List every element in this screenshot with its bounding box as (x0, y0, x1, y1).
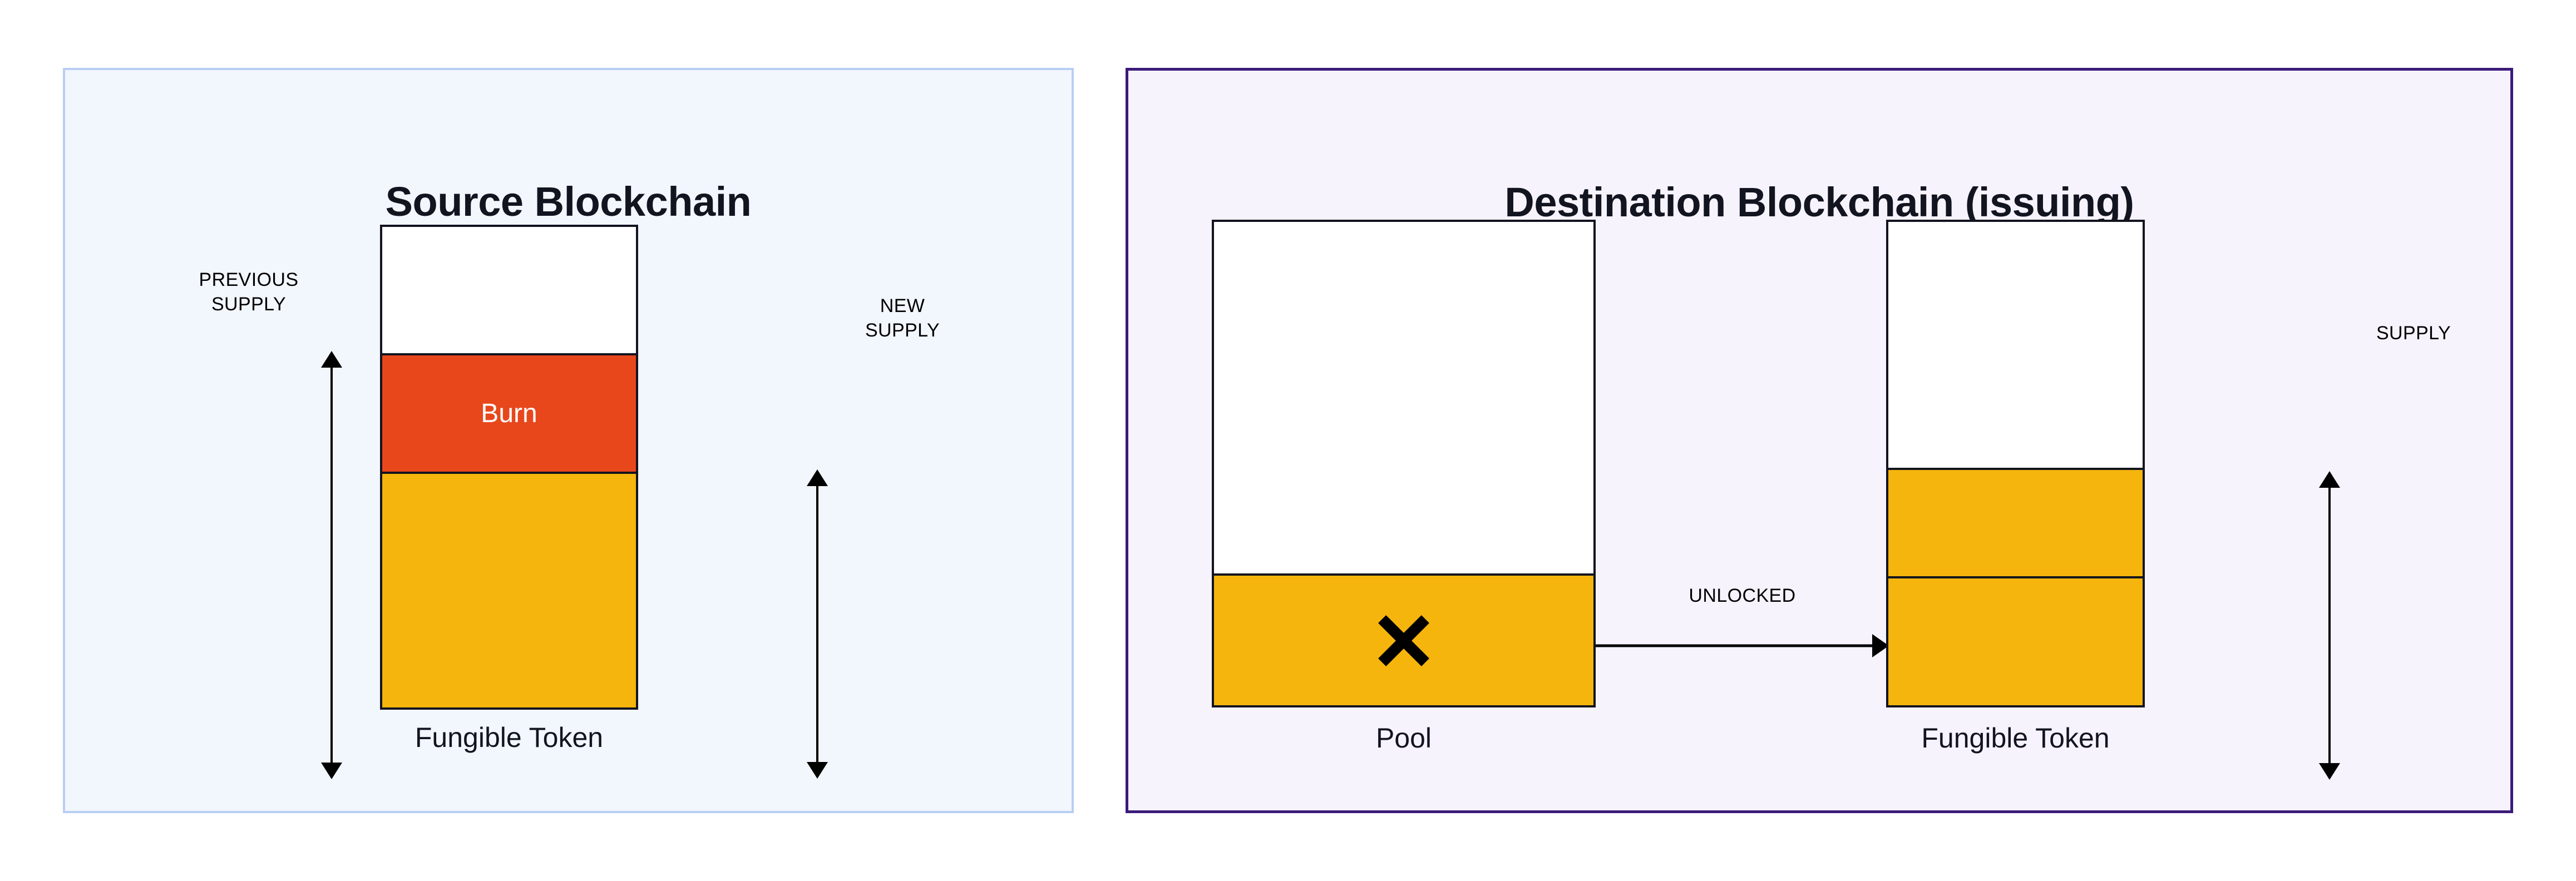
unlocked-flow-arrow (1596, 634, 1889, 657)
token-minted-segment (1888, 468, 2143, 576)
token-existing-segment (1888, 576, 2143, 705)
arrow-head-down-icon (321, 763, 342, 779)
arrow-head-down-icon (2319, 763, 2340, 780)
unlocked-flow-label: UNLOCKED (1689, 585, 1796, 606)
pool-bar (1212, 220, 1596, 707)
remaining-supply-segment (382, 472, 636, 707)
arrow-shaft (1596, 644, 1874, 647)
arrow-shaft (330, 363, 333, 767)
pool-bar-caption: Pool (1375, 722, 1432, 754)
source-fungible-token-bar: Burn (380, 225, 638, 710)
arrow-shaft (2328, 483, 2331, 768)
previous-supply-label: PREVIOUS SUPPLY (199, 269, 299, 315)
supply-label: SUPPLY (2376, 323, 2451, 344)
previous-supply-measure-arrow (320, 351, 343, 779)
x-mark-icon (1378, 615, 1429, 666)
source-panel-title: Source Blockchain (385, 179, 752, 225)
arrow-shaft (816, 482, 818, 766)
source-blockchain-panel: Source Blockchain PREVIOUS SUPPLY Burn N… (63, 68, 1074, 813)
pool-locked-segment (1214, 573, 1593, 705)
source-bar-caption: Fungible Token (414, 722, 604, 753)
burn-segment: Burn (382, 353, 636, 472)
new-supply-measure-arrow (806, 469, 828, 779)
supply-measure-arrow (2318, 471, 2341, 780)
destination-bar-caption: Fungible Token (1921, 722, 2110, 754)
new-supply-label: NEW SUPPLY (865, 295, 940, 341)
arrow-head-down-icon (807, 762, 828, 779)
burn-segment-label: Burn (481, 399, 537, 428)
destination-fungible-token-bar (1886, 220, 2145, 707)
destination-panel-title: Destination Blockchain (issuing) (1504, 179, 2134, 225)
destination-blockchain-panel: Destination Blockchain (issuing) Pool UN… (1126, 68, 2513, 813)
